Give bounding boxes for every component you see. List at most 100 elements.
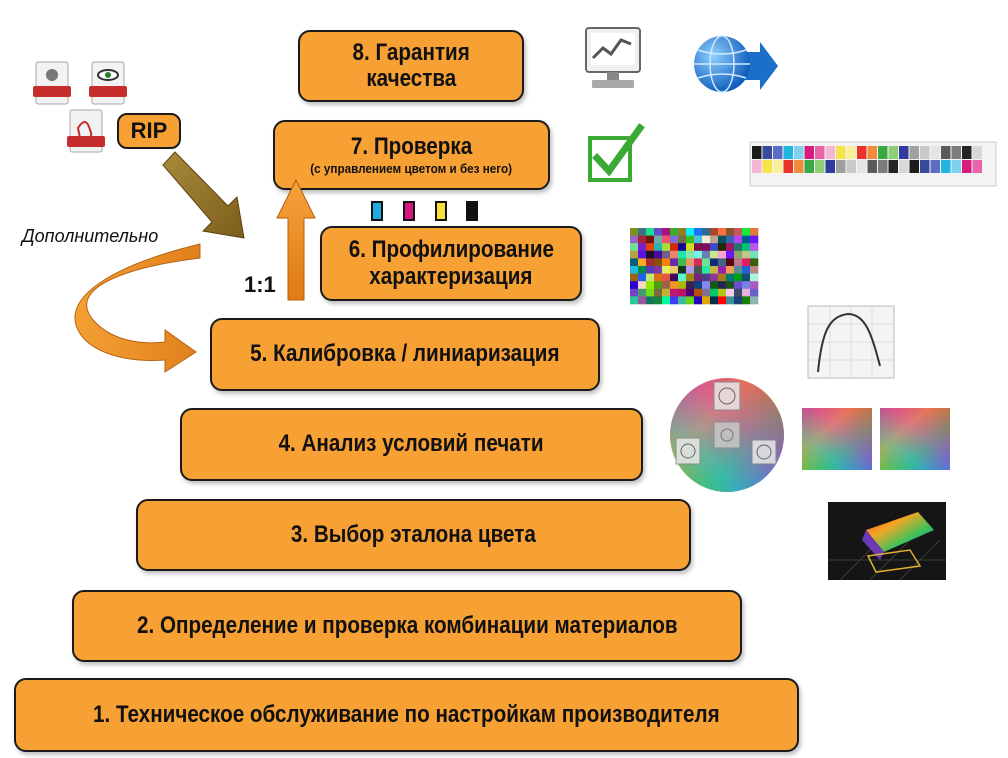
tiff-file-icon (89, 61, 127, 105)
strip-patch (972, 160, 982, 173)
chart-patch (654, 243, 663, 252)
chart-patch (750, 250, 759, 259)
chart-patch (702, 258, 711, 267)
chart-patch (742, 288, 751, 297)
strip-patch (867, 160, 877, 173)
step-4-label: 4. Анализ условий печати (279, 430, 544, 458)
chart-patch (694, 266, 703, 274)
chart-patch (750, 296, 759, 305)
color-gradient-squares (802, 408, 950, 470)
chart-patch (686, 273, 695, 282)
chart-patch (630, 228, 639, 236)
optional-label: Дополнительно (22, 226, 159, 246)
chart-patch (702, 296, 711, 305)
chart-patch (654, 288, 663, 297)
gamut-curve-chart (807, 305, 895, 379)
pdf-file-icon (67, 109, 105, 153)
chart-patch (638, 281, 647, 290)
chart-patch (638, 228, 647, 236)
chart-patch (678, 296, 687, 305)
chart-patch (638, 296, 647, 305)
chart-patch (734, 281, 743, 290)
chart-patch (742, 281, 751, 290)
chart-patch (654, 228, 663, 236)
chart-patch (646, 266, 655, 274)
chart-patch (734, 258, 743, 267)
chart-patch (670, 273, 679, 282)
chart-patch (726, 258, 735, 267)
strip-patch (930, 146, 940, 159)
chart-patch (670, 281, 679, 290)
chart-patch (750, 288, 759, 297)
strip-patch (878, 160, 888, 173)
chart-patch (710, 266, 719, 274)
strip-patch (773, 160, 783, 173)
chart-patch (630, 243, 639, 252)
chart-patch (694, 258, 703, 267)
chart-patch (670, 250, 679, 259)
strip-patch (762, 160, 772, 173)
chart-patch (638, 243, 647, 252)
step-6-label-2: характеризация (369, 262, 533, 290)
chart-patch (662, 228, 671, 236)
step-7-label: 7. Проверка (350, 132, 473, 160)
chart-patch (718, 243, 727, 252)
chart-patch (686, 228, 695, 236)
strip-patch (888, 146, 898, 159)
chart-patch (734, 266, 743, 274)
step-4-analysis: 4. Анализ условий печати (180, 408, 643, 481)
chart-patch (702, 228, 711, 236)
strip-patch (867, 146, 877, 159)
chart-patch (750, 281, 759, 290)
chart-patch (638, 250, 647, 259)
chart-patch (710, 273, 719, 282)
chart-patch (662, 296, 671, 305)
chart-patch (710, 228, 719, 236)
chart-patch (742, 250, 751, 259)
ink-magenta (403, 201, 415, 221)
chart-patch (670, 235, 679, 244)
chart-patch (718, 235, 727, 244)
chart-patch (638, 235, 647, 244)
chart-patch (678, 235, 687, 244)
chart-patch (646, 258, 655, 267)
chart-patch (702, 266, 711, 274)
chart-patch (718, 288, 727, 297)
chart-patch (734, 228, 743, 236)
chart-patch (694, 296, 703, 305)
chart-patch (654, 296, 663, 305)
chart-patch (678, 228, 687, 236)
chart-patch (654, 273, 663, 282)
chart-patch (734, 273, 743, 282)
chart-patch (742, 266, 751, 274)
chart-patch (694, 243, 703, 252)
strip-patch (899, 160, 909, 173)
chart-patch (750, 235, 759, 244)
step-8-label-1: 8. Гарантия (352, 38, 470, 66)
chart-patch (718, 266, 727, 274)
strip-patch (752, 160, 762, 173)
chart-patch (694, 228, 703, 236)
chart-patch (654, 258, 663, 267)
color-target-strip (749, 141, 997, 187)
chart-patch (654, 235, 663, 244)
strip-patch (941, 146, 951, 159)
step-6-label-1: 6. Профилирование (348, 236, 554, 264)
monitor-chart-icon (585, 27, 641, 88)
chart-patch (646, 243, 655, 252)
globe-arrow-icon (694, 35, 778, 93)
strip-patch (825, 160, 835, 173)
chart-patch (710, 243, 719, 252)
chart-patch (662, 250, 671, 259)
strip-patch (836, 146, 846, 159)
step-6-profiling: 6. Профилирование характеризация (320, 226, 582, 301)
strip-patch (972, 146, 982, 159)
step-7-sublabel: (с управлением цветом и без него) (310, 161, 513, 177)
strip-patch (857, 146, 867, 159)
chart-patch (654, 266, 663, 274)
ink-black (466, 201, 478, 221)
chart-patch (662, 258, 671, 267)
strip-patch (920, 146, 930, 159)
chart-patch (710, 235, 719, 244)
